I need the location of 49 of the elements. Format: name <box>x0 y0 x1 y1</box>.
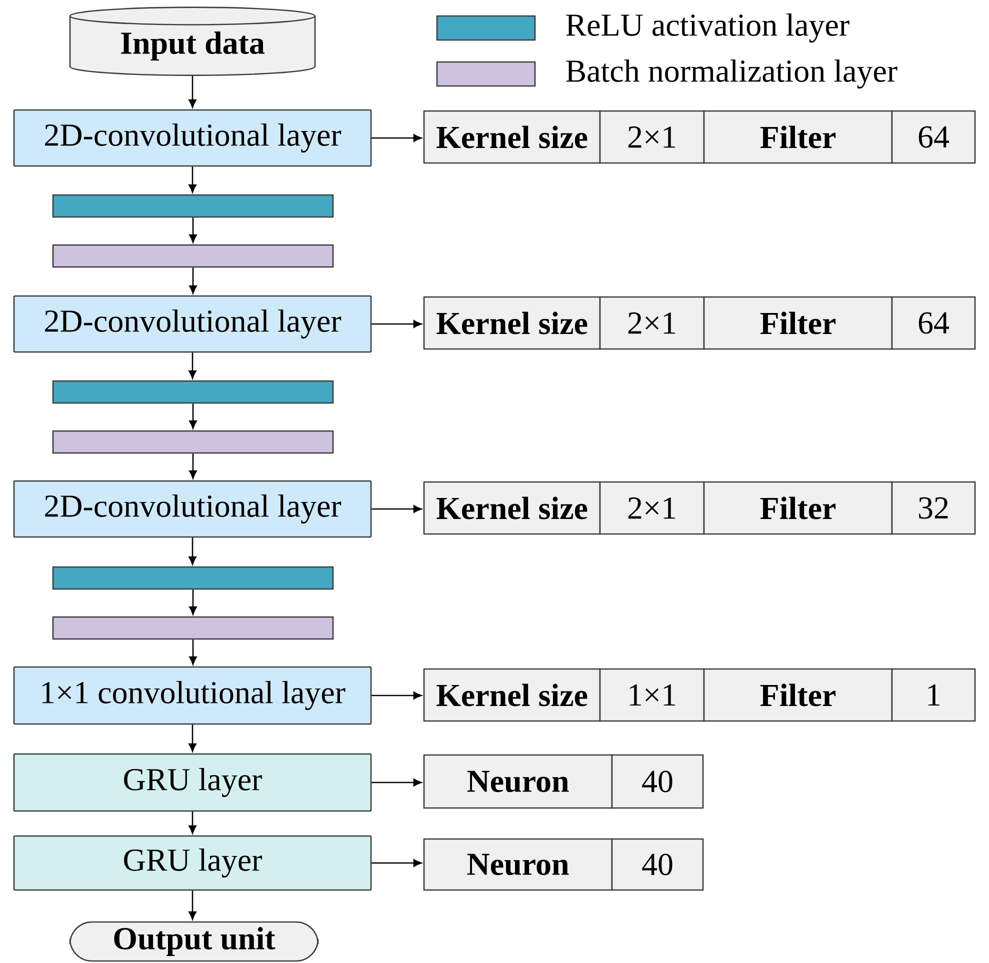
layer-box: 2D-convolutional layer <box>13 109 372 167</box>
layer-bar <box>52 380 334 404</box>
table-cell: Kernel size <box>423 110 601 164</box>
arrow <box>189 268 197 294</box>
table-cell: 2×1 <box>599 481 705 535</box>
table-cell: 2×1 <box>599 296 705 350</box>
layer-box: GRU layer <box>13 835 372 891</box>
layer-bar <box>52 616 334 640</box>
table-cell: 1 <box>891 668 976 722</box>
layer-bar <box>52 194 334 218</box>
table-cell: 64 <box>891 296 976 350</box>
arrow <box>188 890 196 920</box>
arrow <box>372 134 422 142</box>
table-cell: Kernel size <box>423 296 601 350</box>
layer-box: 2D-convolutional layer <box>13 295 372 353</box>
arrow <box>372 859 422 867</box>
arrow <box>372 505 422 513</box>
table-cell: 32 <box>891 481 976 535</box>
table-cell: 40 <box>611 838 704 891</box>
database-cylinder: Input data <box>69 6 316 76</box>
layer-bar <box>52 244 334 268</box>
arrow <box>188 76 196 108</box>
table-cell: 40 <box>611 754 704 809</box>
arrow <box>189 640 197 665</box>
arrow <box>372 320 422 328</box>
layer-box: 1×1 convolutional layer <box>13 666 372 725</box>
arrow <box>188 812 196 834</box>
table-cell: 2×1 <box>599 110 705 164</box>
arrow <box>189 218 197 243</box>
layer-box: GRU layer <box>13 753 372 812</box>
arrow <box>372 692 422 700</box>
arrow <box>188 724 196 752</box>
arrow <box>372 778 422 786</box>
arrow <box>189 454 197 479</box>
layer-bar <box>52 430 334 454</box>
layer-bar <box>52 566 334 590</box>
layer-box: 2D-convolutional layer <box>13 480 372 538</box>
arrow <box>188 166 196 193</box>
table-cell: Kernel size <box>423 668 601 722</box>
terminal-box: Output unit <box>69 921 319 962</box>
legend-label: Batch normalization layer <box>566 59 898 89</box>
table-cell: Kernel size <box>423 481 601 535</box>
arrow <box>188 538 196 565</box>
arrow <box>189 590 197 615</box>
arrow <box>188 352 196 379</box>
table-cell: 64 <box>891 110 976 164</box>
arrow <box>189 404 197 429</box>
legend-label: ReLU activation layer <box>566 13 850 43</box>
table-cell: 1×1 <box>599 668 705 722</box>
